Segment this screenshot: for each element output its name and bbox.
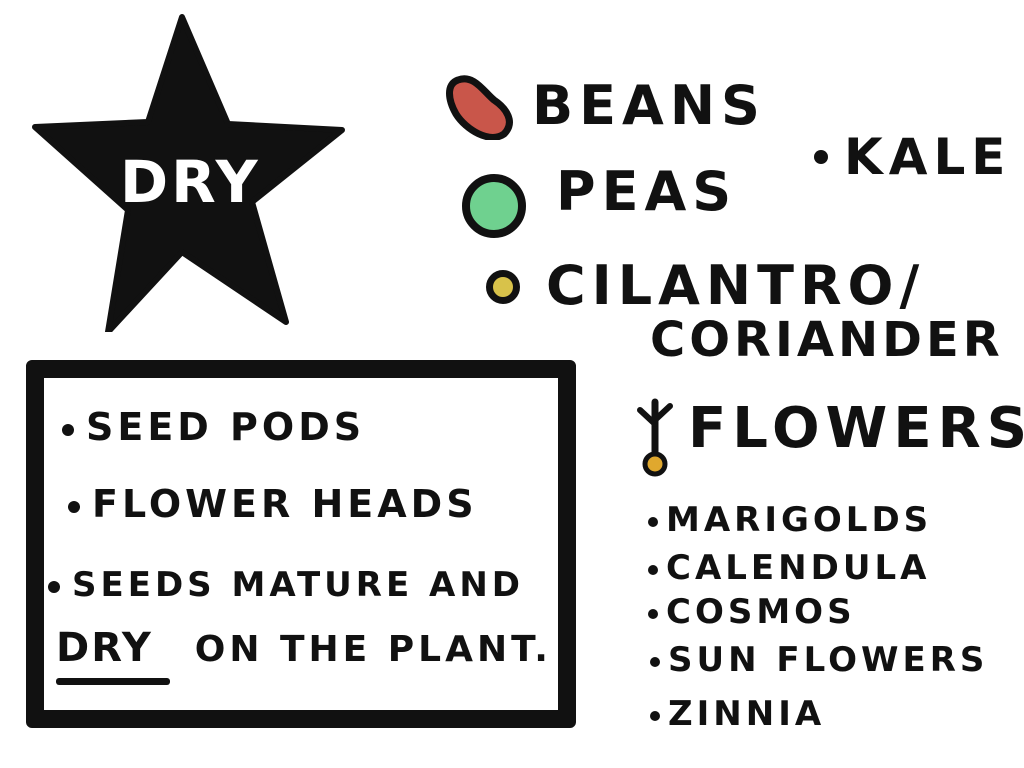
note-rest: ON THE PLANT.: [194, 629, 552, 670]
list-item: SEED PODS: [62, 405, 365, 449]
dry-star-icon: [30, 12, 350, 332]
bullet-icon: [62, 423, 74, 436]
pea-icon: [462, 174, 526, 238]
info-box: [26, 360, 576, 728]
bullet-icon: [650, 710, 660, 721]
veg-peas: PEAS: [556, 160, 738, 223]
bullet-icon: [648, 564, 658, 575]
bullet-icon: [648, 516, 658, 527]
flowers-title: FLOWERS: [688, 396, 1024, 461]
flower-label: ZINNIA: [668, 694, 826, 734]
list-item: MARIGOLDS: [648, 500, 932, 540]
box-note-line1: SEEDS MATURE AND: [72, 565, 525, 605]
box-item-label: SEED PODS: [86, 405, 366, 449]
veg-cilantro: CILANTRO/: [546, 254, 926, 317]
bullet-icon: [814, 150, 828, 164]
list-item: SEEDS MATURE AND: [48, 565, 524, 605]
veg-beans: BEANS: [532, 74, 766, 137]
list-item: SUN FLOWERS: [650, 640, 988, 680]
list-item: ZINNIA: [650, 694, 825, 734]
list-item: FLOWER HEADS: [68, 482, 478, 526]
veg-coriander: CORIANDER: [650, 312, 1004, 368]
note-emphasis: DRY: [56, 625, 153, 671]
bean-icon: [446, 70, 516, 141]
flower-label: SUN FLOWERS: [668, 640, 989, 680]
star-label: DRY: [120, 148, 261, 216]
emphasis-underline: [56, 678, 170, 685]
bullet-icon: [648, 608, 658, 619]
flower-label: MARIGOLDS: [666, 500, 933, 540]
list-item: CALENDULA: [648, 548, 930, 588]
bullet-icon: [650, 656, 660, 667]
list-item: COSMOS: [648, 592, 856, 632]
flower-sprout-icon: [632, 396, 678, 478]
flower-label: COSMOS: [666, 592, 856, 632]
veg-kale: KALE: [844, 128, 1012, 186]
bullet-icon: [68, 500, 80, 513]
flower-label: CALENDULA: [666, 548, 931, 588]
bullet-icon: [48, 580, 60, 593]
box-note-line2: DRY ON THE PLANT.: [56, 625, 552, 671]
box-item-label: FLOWER HEADS: [92, 482, 478, 526]
coriander-seed-icon: [486, 270, 520, 304]
